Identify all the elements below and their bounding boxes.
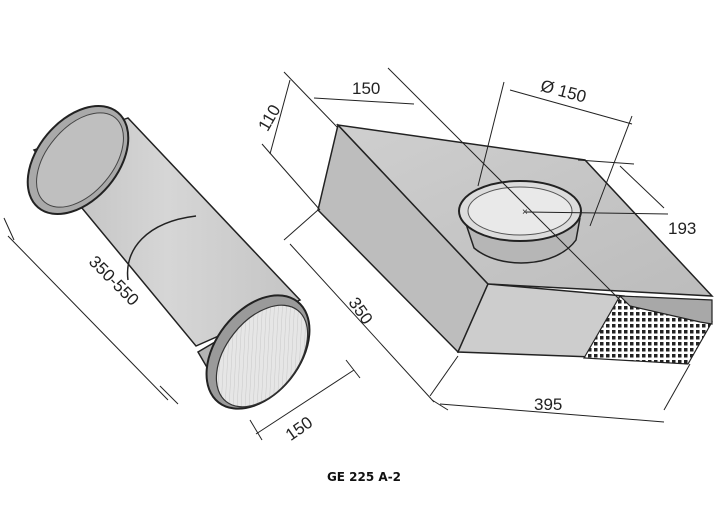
box-front-lip <box>618 295 713 325</box>
outlet-collar-inner <box>467 186 573 236</box>
flexible-duct <box>26 104 311 410</box>
dimension-duct-diameter <box>249 359 361 441</box>
label-box-width-top: 150 <box>352 79 380 98</box>
label-box-length: 395 <box>534 395 562 414</box>
label-box-height: 110 <box>254 101 284 134</box>
outlet-center-mark: × <box>522 207 528 218</box>
label-box-depth: 350 <box>345 294 377 328</box>
label-outlet-diameter: Ø 150 <box>539 76 589 106</box>
label-duct-diameter: 150 <box>282 413 316 445</box>
duct-back-rim-inner <box>36 112 124 208</box>
dimension-lines-box <box>261 67 691 423</box>
dimension-duct-length <box>3 217 179 405</box>
label-outlet-offset: 193 <box>668 219 696 238</box>
hood-box: × <box>317 123 714 365</box>
duct-seam <box>126 215 197 281</box>
duct-front-opening <box>215 304 309 408</box>
model-caption: GE 225 A-2 <box>326 470 402 484</box>
